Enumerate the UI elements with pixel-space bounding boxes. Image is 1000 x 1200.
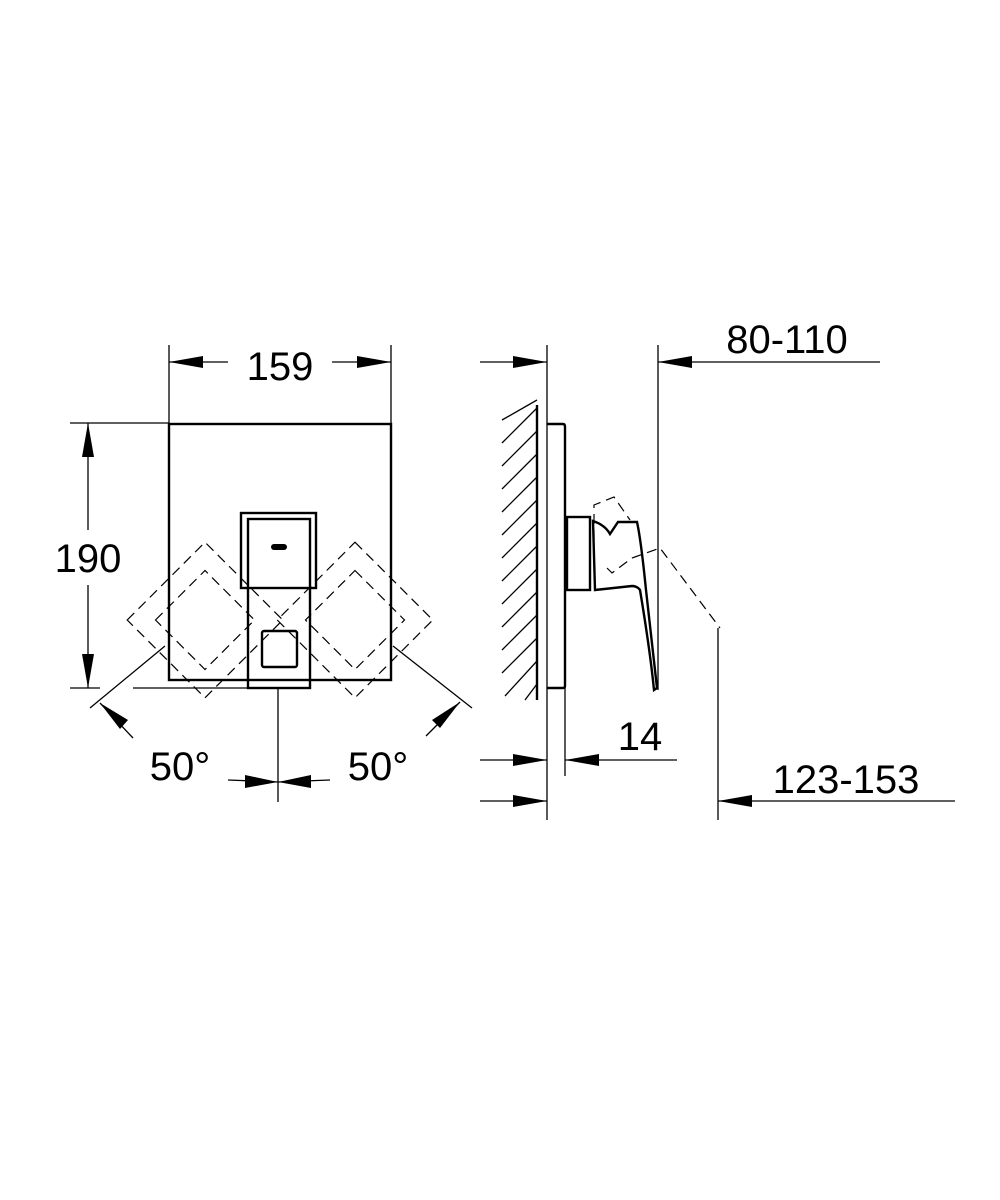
arrow-icon bbox=[82, 423, 94, 457]
depth-dimension-label: 123-153 bbox=[773, 758, 920, 802]
angle-line bbox=[89, 645, 166, 709]
cover-plate-profile bbox=[547, 422, 567, 690]
handle-lever-profile bbox=[591, 519, 659, 693]
height-dimension-label: 190 bbox=[55, 537, 122, 581]
arrow-icon bbox=[245, 775, 278, 788]
cover-plate bbox=[167, 422, 393, 682]
angle-right-label: 50° bbox=[348, 745, 409, 789]
arrow-icon bbox=[513, 754, 547, 766]
arrow-icon bbox=[658, 356, 692, 368]
arrow-icon bbox=[718, 795, 752, 807]
arrow-icon bbox=[357, 356, 391, 368]
angle-left-label: 50° bbox=[150, 745, 211, 789]
valve-body bbox=[565, 515, 592, 592]
plate-dimension-label: 14 bbox=[618, 715, 663, 759]
handle-square bbox=[260, 629, 299, 669]
handle-lever bbox=[246, 517, 312, 690]
arrow-icon bbox=[100, 703, 128, 729]
arrow-icon bbox=[278, 775, 311, 788]
arrow-icon bbox=[513, 795, 547, 807]
width-dimension-label: 159 bbox=[247, 345, 314, 389]
arrow-icon bbox=[565, 754, 599, 766]
arrow-icon bbox=[513, 356, 547, 368]
indicator-icon bbox=[271, 544, 287, 550]
front-view: 159 190 50° 50° bbox=[55, 345, 473, 802]
side-view: 80-110 14 123-153 bbox=[480, 318, 955, 820]
wall-hatching bbox=[501, 399, 538, 701]
arrow-icon bbox=[169, 356, 203, 368]
arrow-icon bbox=[82, 654, 94, 688]
projection-dimension-label: 80-110 bbox=[726, 318, 848, 362]
handle-cap bbox=[239, 511, 318, 590]
arrow-icon bbox=[432, 702, 460, 728]
handle-ghost-profile bbox=[593, 496, 721, 629]
angle-line bbox=[392, 645, 473, 709]
